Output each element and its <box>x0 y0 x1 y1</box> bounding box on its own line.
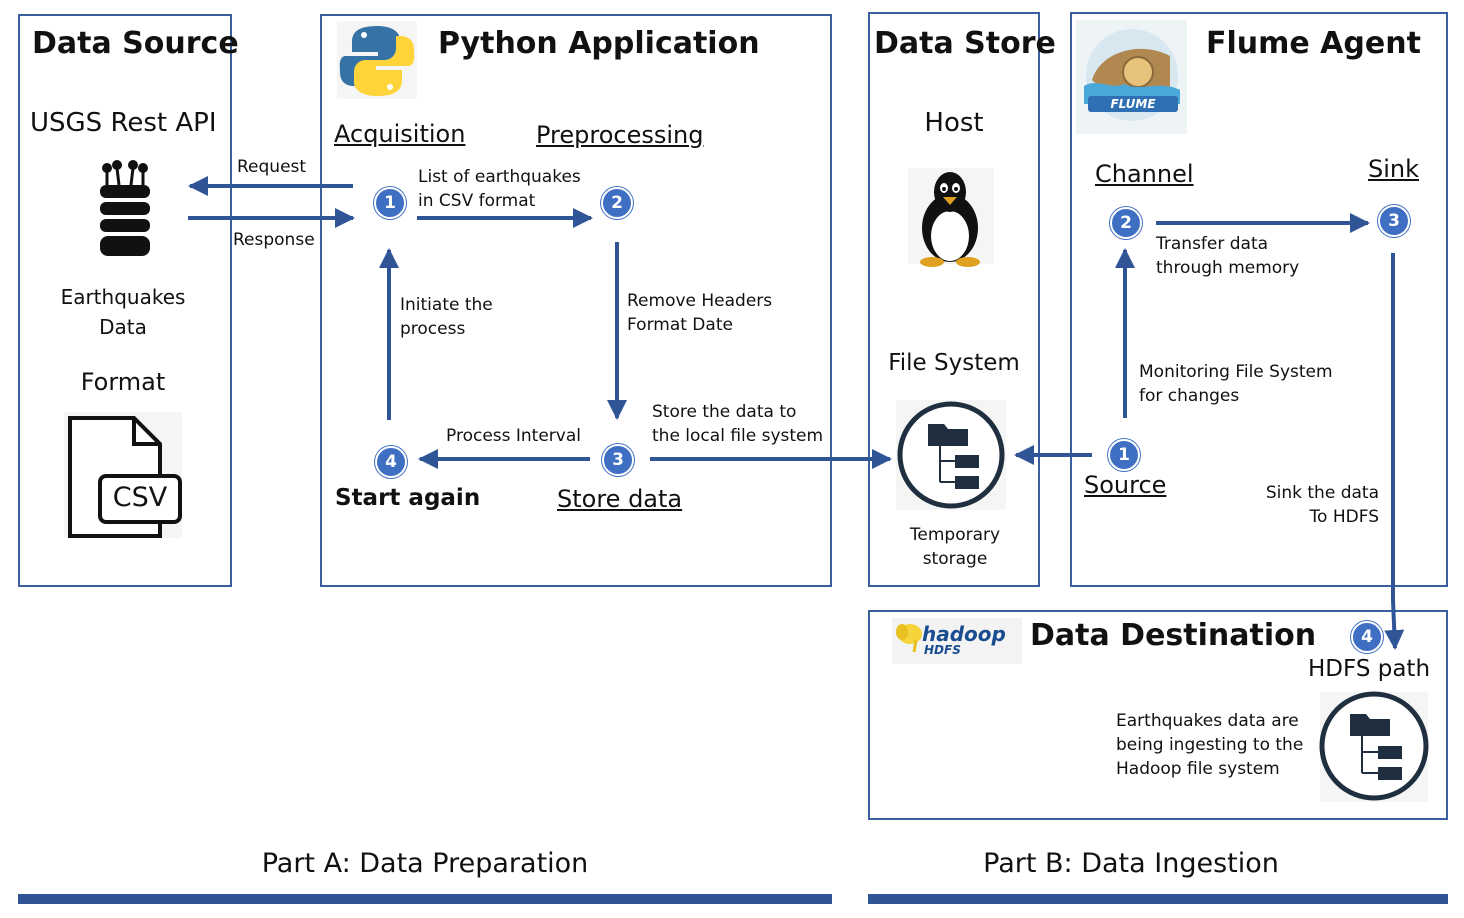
initiate-line1: Initiate the <box>400 295 493 315</box>
python-step-1: 1 <box>374 187 406 219</box>
desc-line3: Hadoop file system <box>1116 759 1280 779</box>
file-system-label: File System <box>888 350 1020 376</box>
flume-logo-text: FLUME <box>1110 97 1156 111</box>
sink-label: Sink <box>1368 155 1420 183</box>
sink-arrow <box>1384 253 1405 650</box>
store-line1: Store the data to <box>652 402 797 422</box>
monitor-line2: for changes <box>1139 386 1240 406</box>
data-store-title: Data Store <box>874 26 1056 61</box>
temp-line1: Temporary <box>909 525 1001 545</box>
temp-line2: storage <box>922 549 988 569</box>
initiate-process-label: Initiate the process <box>400 293 493 341</box>
hdfs-path-label: HDFS path <box>1308 656 1431 682</box>
list-of-earthquakes-label: List of earthquakes in CSV format <box>418 165 581 213</box>
channel-label: Channel <box>1095 160 1194 188</box>
file-system-icon <box>896 400 1006 510</box>
acquisition-label: Acquisition <box>334 120 466 148</box>
flume-agent-title: Flume Agent <box>1206 26 1421 61</box>
python-step-2: 2 <box>601 187 633 219</box>
data-destination-panel <box>868 610 1448 820</box>
desc-line1: Earthquakes data are <box>1116 711 1299 731</box>
flume-step-1: 1 <box>1108 439 1140 471</box>
store-local-label: Store the data to the local file system <box>652 400 823 448</box>
hdfs-path-icon <box>1319 691 1429 802</box>
hadoop-logo-sub: HDFS <box>924 643 961 657</box>
csv-file-icon <box>64 412 182 538</box>
transfer-line1: Transfer data <box>1156 234 1269 254</box>
desc-line2: being ingesting to the <box>1116 735 1304 755</box>
response-label: Response <box>233 230 315 250</box>
remove-headers-label: Remove Headers Format Date <box>627 289 772 337</box>
data-source-panel <box>18 14 232 587</box>
store-data-label: Store data <box>557 485 683 513</box>
python-logo-icon <box>337 21 417 99</box>
remove-line1: Remove Headers <box>627 291 773 311</box>
part-a-label: Part A: Data Preparation <box>261 848 589 879</box>
data-store-panel <box>868 12 1040 587</box>
host-label: Host <box>924 108 984 138</box>
hadoop-logo-text: hadoop <box>922 622 1006 646</box>
source-label: Source <box>1084 471 1167 499</box>
monitoring-label: Monitoring File System for changes <box>1139 360 1333 408</box>
linux-penguin-icon <box>908 168 994 267</box>
request-label: Request <box>237 157 307 177</box>
flume-step-3: 3 <box>1378 205 1410 237</box>
initiate-line2: process <box>400 319 466 339</box>
python-application-panel <box>320 14 832 587</box>
preprocessing-label: Preprocessing <box>536 121 704 149</box>
csv-icon-text: CSV <box>112 482 168 513</box>
temporary-storage-label: Temporary storage <box>870 523 1040 571</box>
start-again-label: Start again <box>335 485 481 511</box>
data-destination-title: Data Destination <box>1030 618 1317 653</box>
flume-agent-panel <box>1070 12 1448 587</box>
hadoop-logo-icon <box>892 618 1022 664</box>
flume-logo-icon <box>1076 20 1187 134</box>
part-b-bar <box>868 894 1448 904</box>
store-line2: the local file system <box>652 426 824 446</box>
destination-description: Earthquakes data are being ingesting to … <box>1116 709 1303 781</box>
remove-line2: Format Date <box>627 315 733 335</box>
python-step-4: 4 <box>375 446 407 478</box>
sink-data-label: Sink the data To HDFS <box>1250 481 1379 529</box>
sink-line2: To HDFS <box>1309 507 1379 527</box>
database-icon <box>100 160 150 256</box>
list-line2: in CSV format <box>418 191 536 211</box>
usgs-api-label: USGS Rest API <box>30 108 217 138</box>
flume-step-2: 2 <box>1110 207 1142 239</box>
earthquakes-data-label: Earthquakes Data <box>20 282 226 342</box>
earthquakes-label-line2: Data <box>99 315 147 339</box>
transfer-line2: through memory <box>1156 258 1300 278</box>
transfer-data-label: Transfer data through memory <box>1156 232 1299 280</box>
python-application-title: Python Application <box>438 26 760 61</box>
process-interval-label: Process Interval <box>446 426 581 446</box>
format-label: Format <box>80 368 166 396</box>
python-step-3: 3 <box>602 444 634 476</box>
list-line1: List of earthquakes <box>418 167 581 187</box>
monitor-line1: Monitoring File System <box>1139 362 1333 382</box>
earthquakes-label-line1: Earthquakes <box>60 285 186 309</box>
part-a-bar <box>18 894 832 904</box>
part-b-label: Part B: Data Ingestion <box>983 848 1279 879</box>
sink-line1: Sink the data <box>1265 483 1379 503</box>
flume-step-4: 4 <box>1351 621 1383 653</box>
data-source-title: Data Source <box>32 26 239 61</box>
